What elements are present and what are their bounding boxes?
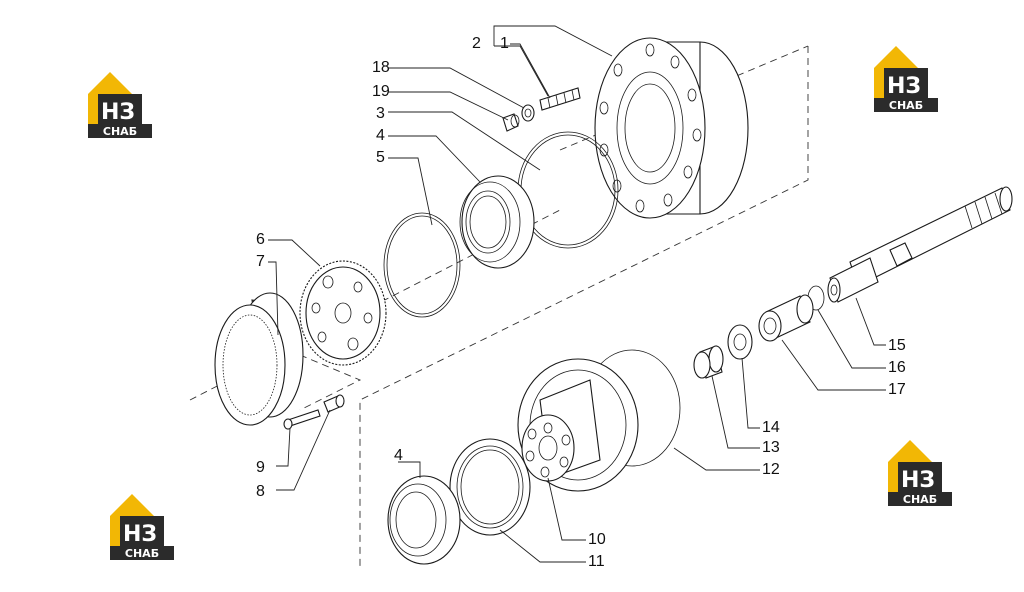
callout-2: 2 [472,35,481,52]
logo-word: СНАБ [889,99,923,112]
callout-18: 18 [372,59,390,76]
callout-9: 9 [256,459,265,476]
part-seal-lower [449,438,531,536]
logo-mark: НЗ [101,100,135,125]
callout-16: 16 [888,359,906,376]
callout-labels: 1 2 3 4 5 18 19 6 7 9 8 4 10 11 12 13 14… [256,35,906,570]
hub-bolt-holes [599,43,702,213]
part-wheel-hub [594,37,749,219]
callout-8: 8 [256,483,265,500]
part-wheel-stud [539,87,581,111]
callout-4-top: 4 [376,127,385,144]
part-thrust-washer [727,324,753,360]
callout-7: 7 [256,253,265,270]
part-bolt [283,409,321,430]
part-washer [521,104,535,122]
part-spacer [693,345,724,379]
callout-3: 3 [376,105,385,122]
callout-5: 5 [376,149,385,166]
brand-logo-mid-right: НЗ СНАБ [888,440,952,506]
callout-1: 1 [500,35,509,52]
logo-mark: НЗ [123,522,157,547]
part-seal-top [459,175,535,269]
callout-13: 13 [762,439,780,456]
brand-logo-bottom-left: НЗ СНАБ [110,494,174,560]
callout-19: 19 [372,83,390,100]
callout-15: 15 [888,337,906,354]
brand-logo-top-right: НЗ СНАБ [874,46,938,112]
part-seal-bottom [387,475,461,565]
part-ring-gear [214,292,304,426]
logo-mark: НЗ [887,74,921,99]
logo-word: СНАБ [103,125,137,138]
callout-12: 12 [762,461,780,478]
callout-6: 6 [256,231,265,248]
part-planet-carrier [299,260,387,366]
logo-mark: НЗ [901,468,935,493]
leader-lines [268,25,886,563]
callout-17: 17 [888,381,906,398]
part-hub-carrier [517,358,639,492]
part-nut [502,113,520,132]
part-splined-sleeve [758,294,814,342]
part-axle-shaft [827,186,1013,303]
brand-logo-top-left: НЗ СНАБ [88,72,152,138]
callout-11: 11 [588,553,605,570]
part-bushing [323,394,345,413]
callout-4-bottom: 4 [394,447,403,464]
logo-word: СНАБ [125,547,159,560]
callout-10: 10 [588,531,606,548]
part-snap-ring [383,212,461,318]
callout-14: 14 [762,419,780,436]
logo-word: СНАБ [903,493,937,506]
